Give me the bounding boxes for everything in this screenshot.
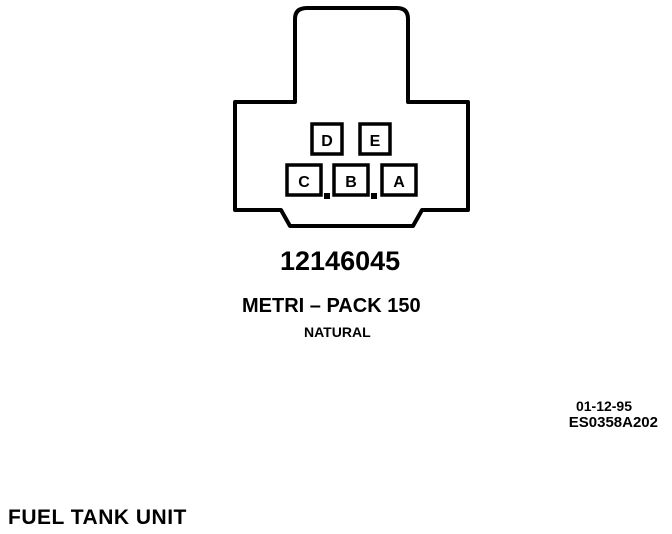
pin-d-label: D — [321, 133, 333, 150]
pin-c: C — [285, 163, 323, 197]
connector-color: NATURAL — [304, 324, 371, 340]
pin-d: D — [310, 122, 344, 156]
pin-a-label: A — [393, 174, 405, 191]
pin-b-label: B — [345, 174, 357, 191]
pin-a: A — [380, 163, 418, 197]
pin-b: B — [332, 163, 370, 197]
pin-e: E — [358, 122, 392, 156]
pin-e-label: E — [370, 133, 381, 150]
locator-dot — [324, 193, 330, 199]
locator-dot — [371, 193, 377, 199]
part-number: 12146045 — [280, 246, 401, 276]
reference-code: ES0358A202 — [568, 414, 658, 431]
reference-date: 01-12-95 — [575, 398, 632, 414]
connector-housing-outline — [233, 6, 470, 228]
pin-c-label: C — [298, 174, 310, 191]
footer-title: FUEL TANK UNIT — [8, 506, 187, 529]
connector-name: METRI – PACK 150 — [242, 295, 421, 317]
